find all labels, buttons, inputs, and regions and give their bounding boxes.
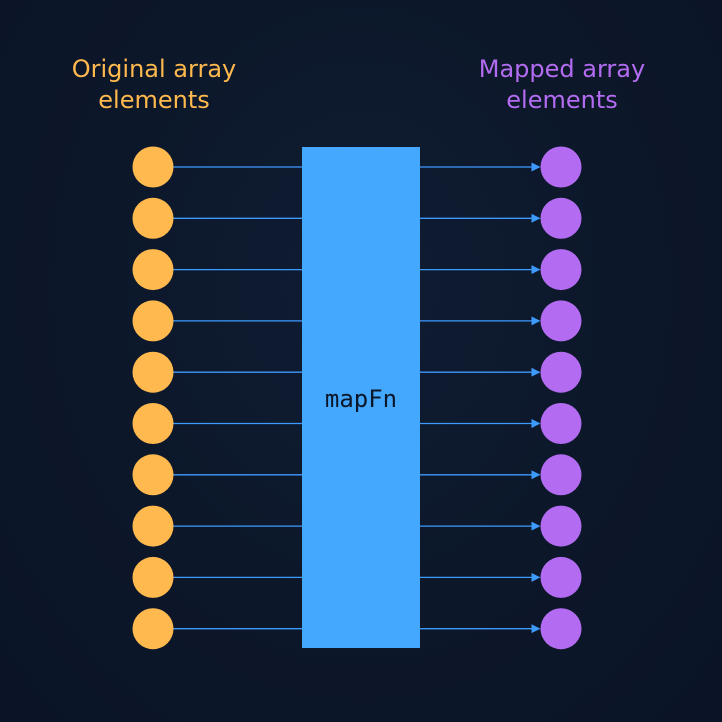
original-element-node bbox=[132, 556, 174, 598]
original-element-node bbox=[132, 300, 174, 342]
mapped-title-line-1: Mapped array bbox=[478, 55, 646, 83]
mapped-title-line-2: elements bbox=[506, 86, 618, 114]
original-element-node bbox=[132, 249, 174, 291]
map-function-label: mapFn bbox=[325, 385, 397, 413]
original-title-line-2: elements bbox=[98, 86, 210, 114]
mapped-element-node bbox=[540, 300, 582, 342]
mapped-array-title: Mapped array elements bbox=[437, 54, 687, 116]
mapped-element-node bbox=[540, 146, 582, 188]
mapped-element-node bbox=[540, 505, 582, 547]
original-element-node bbox=[132, 505, 174, 547]
mapped-element-node bbox=[540, 249, 582, 291]
mapped-element-node bbox=[540, 608, 582, 650]
connector-lines bbox=[173, 162, 541, 634]
mapped-elements bbox=[540, 146, 582, 650]
map-function-box bbox=[302, 147, 420, 648]
original-elements bbox=[132, 146, 174, 650]
original-element-node bbox=[132, 146, 174, 188]
mapped-element-node bbox=[540, 197, 582, 239]
original-element-node bbox=[132, 454, 174, 496]
mapped-element-node bbox=[540, 454, 582, 496]
original-element-node bbox=[132, 608, 174, 650]
original-array-title: Original array elements bbox=[29, 54, 279, 116]
original-element-node bbox=[132, 403, 174, 444]
mapped-element-node bbox=[540, 556, 582, 598]
mapped-element-node bbox=[540, 403, 582, 444]
original-element-node bbox=[132, 197, 174, 239]
original-element-node bbox=[132, 351, 174, 393]
original-title-line-1: Original array bbox=[71, 55, 237, 83]
mapped-element-node bbox=[540, 351, 582, 393]
